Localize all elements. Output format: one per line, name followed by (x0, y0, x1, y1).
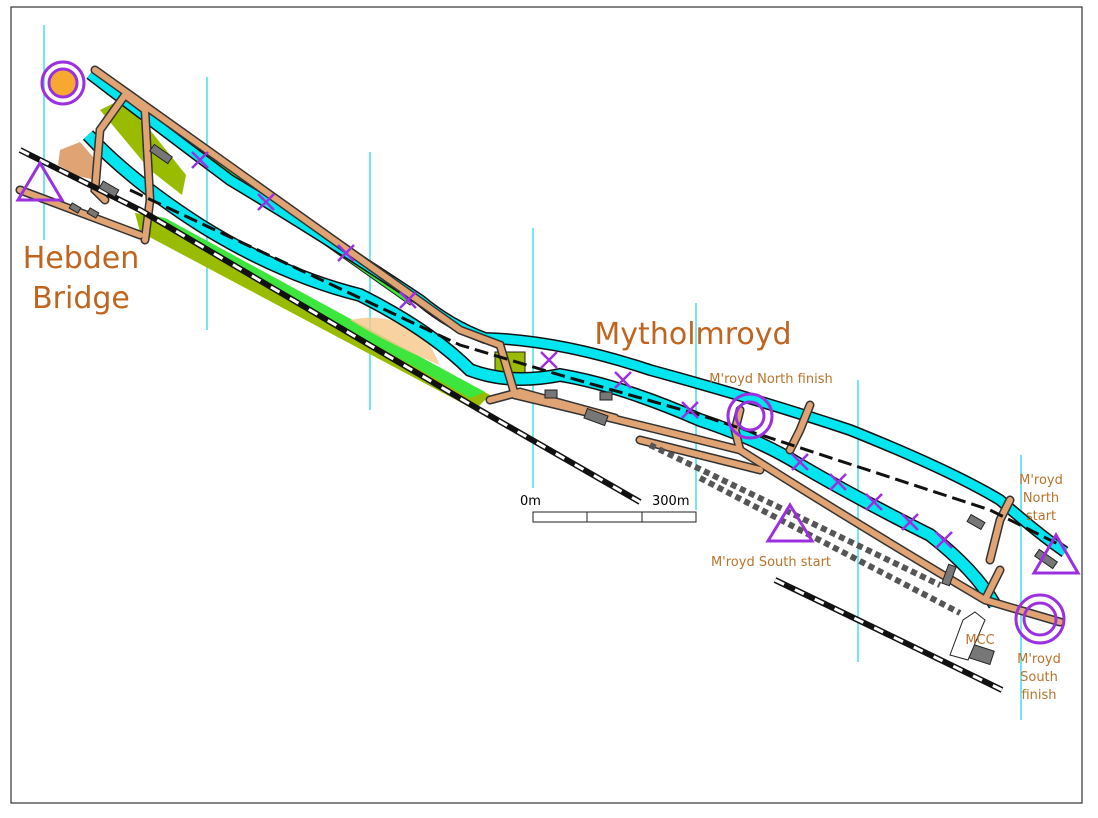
hebden-start-icon (15, 160, 65, 202)
crossing-marks (191, 151, 953, 549)
place-bridge: Bridge (32, 281, 130, 316)
scale-bar: 0m 300m (520, 494, 697, 523)
scale-start-label: 0m (520, 494, 541, 509)
hebden-finish-icon (40, 60, 86, 106)
place-hebden: Hebden (23, 241, 140, 276)
place-mytholmroyd: Mytholmroyd (594, 317, 791, 352)
scale-end-label: 300m (652, 494, 689, 509)
label-north-start-1: M'royd (1019, 473, 1063, 488)
north-finish-icon (726, 392, 774, 440)
label-south-finish-2: South (1020, 670, 1058, 685)
north-start-icon (1031, 532, 1081, 575)
label-south-finish-1: M'royd (1017, 652, 1061, 667)
label-north-start-3: start (1026, 509, 1056, 524)
south-finish-icon (1014, 593, 1066, 645)
label-south-finish-3: finish (1021, 688, 1056, 703)
label-mcc: MCC (965, 633, 994, 648)
label-south-start: M'royd South start (711, 555, 831, 570)
south-start-icon (765, 502, 815, 543)
label-north-finish: M'royd North finish (709, 372, 832, 387)
railways (18, 147, 1061, 693)
label-north-start-2: North (1023, 491, 1059, 506)
course-controls (15, 60, 1081, 645)
